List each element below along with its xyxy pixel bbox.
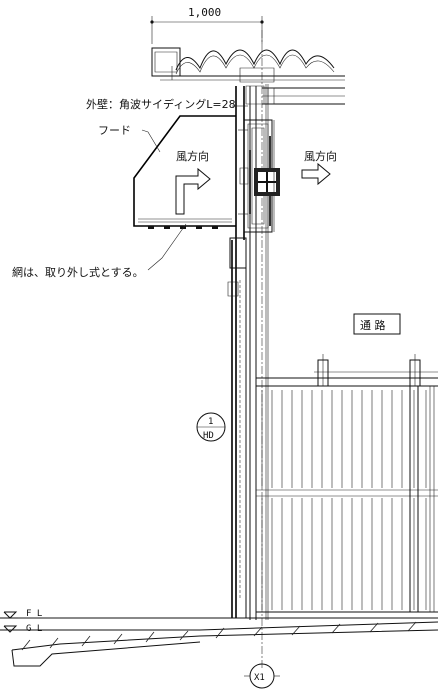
detail-ref-sheet: HD — [203, 431, 214, 441]
wind-arrow-right — [302, 164, 330, 184]
floor-ground: F L G L — [0, 609, 438, 666]
gl-label: G L — [26, 624, 42, 634]
gl-marker-icon — [4, 626, 16, 632]
ventilation-fan — [238, 120, 280, 232]
hood-label: フード — [98, 124, 131, 137]
detail-reference-bubble: 1 HD — [197, 413, 225, 441]
grid-axis-label: X1 — [254, 673, 265, 683]
fl-label: F L — [26, 609, 42, 619]
fence-slats — [262, 390, 426, 610]
passage-label: 通 路 — [360, 319, 386, 332]
detail-ref-number: 1 — [208, 417, 213, 427]
leader-lines — [142, 106, 248, 270]
net-note-label: 網は、取り外し式とする。 — [12, 265, 144, 279]
gate-fence — [256, 354, 438, 612]
fl-marker-icon — [4, 612, 16, 618]
wind-direction-label-right: 風方向 — [304, 149, 337, 163]
wind-arrow-left — [176, 169, 210, 214]
grid-axis-bubble: X1 — [244, 664, 280, 688]
wall-label: 外壁：角波サイディングL=28 — [86, 97, 236, 111]
wind-direction-label-left: 風方向 — [176, 149, 209, 163]
dimension-label: 1,000 — [188, 6, 221, 19]
hood — [134, 116, 236, 229]
corrugated-roof — [152, 48, 345, 104]
passage-label-box — [354, 314, 400, 334]
dimension-line: 1,000 — [150, 6, 264, 44]
